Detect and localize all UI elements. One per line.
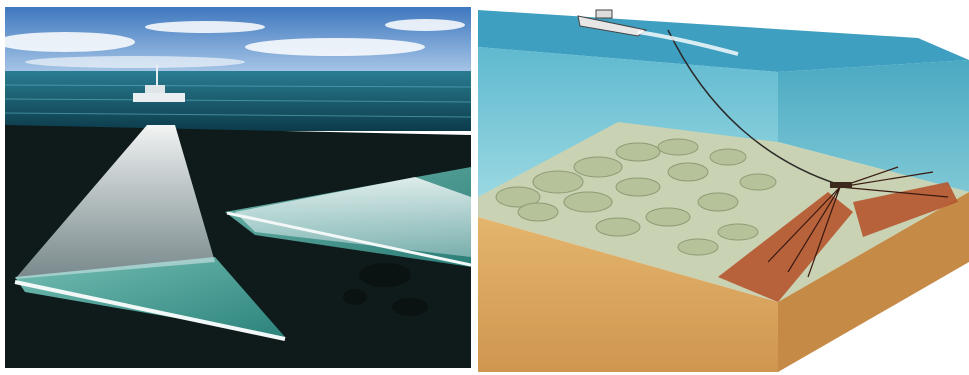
side-scan-sonar-illustration [478, 2, 969, 372]
multibeam-sonar-scene [5, 7, 471, 368]
side-scan-sonar-diagram [478, 2, 969, 372]
towfish [830, 182, 852, 188]
multibeam-sonar-illustration [5, 7, 471, 368]
